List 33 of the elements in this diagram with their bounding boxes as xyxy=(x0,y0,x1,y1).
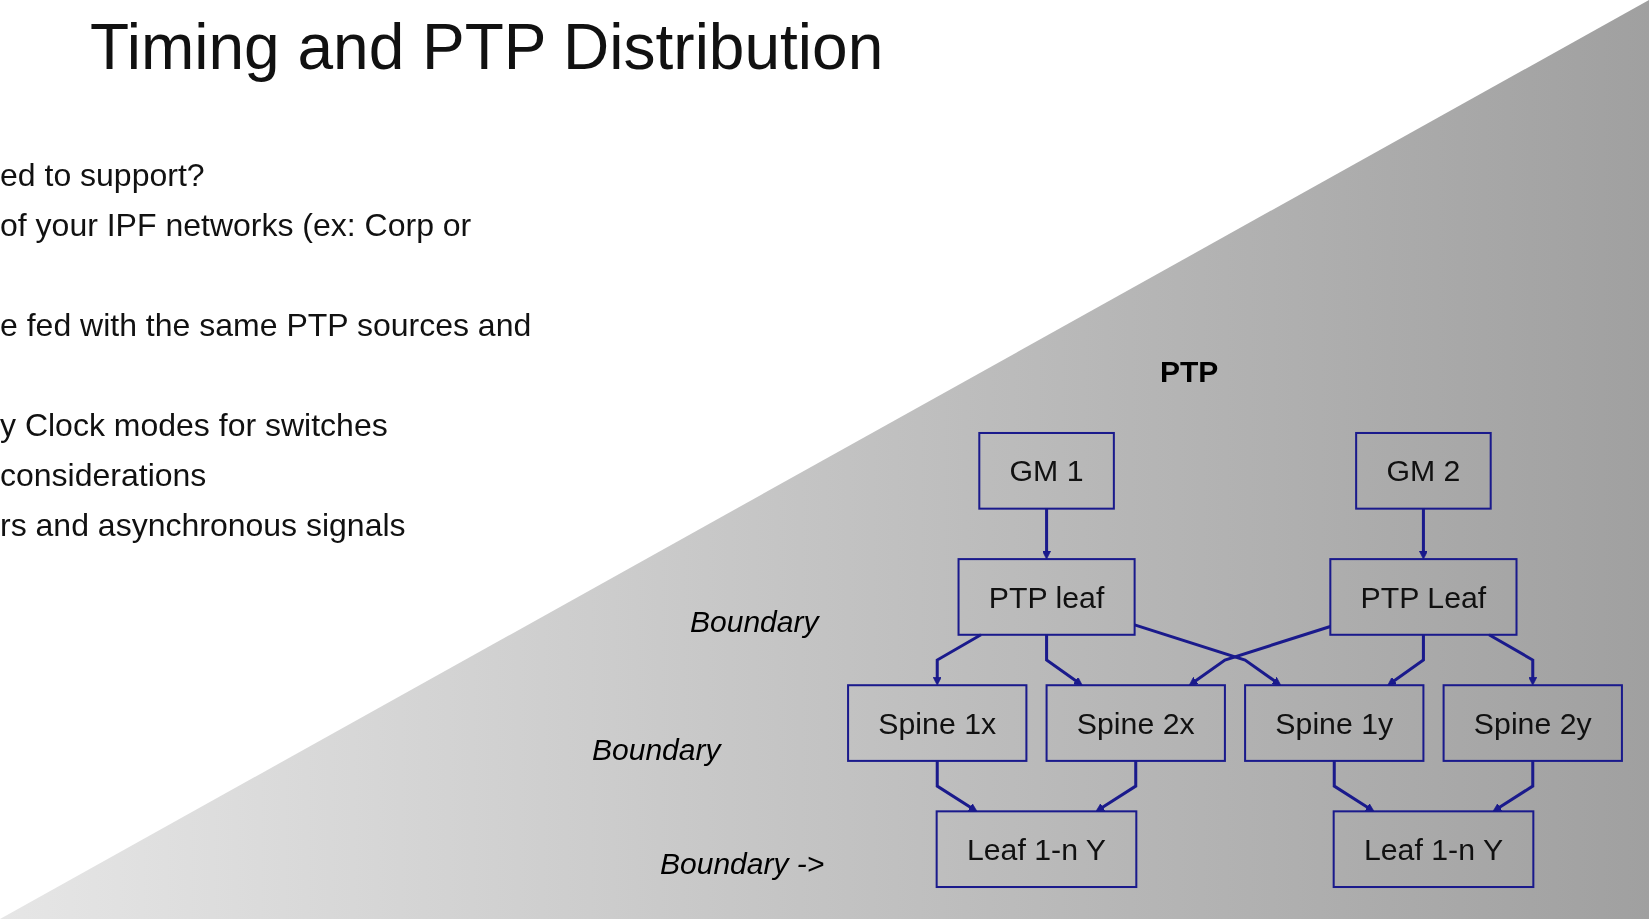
node-box: Spine 2y xyxy=(1442,684,1623,762)
bullet-text: e fed with the same PTP sources and xyxy=(0,306,532,345)
arrow xyxy=(935,760,978,812)
bullet-text: considerations xyxy=(0,456,208,495)
arrow xyxy=(932,633,982,686)
arrow xyxy=(1387,634,1425,686)
arrow xyxy=(1332,760,1375,812)
arrow xyxy=(1045,634,1083,686)
node-box: GM 2 xyxy=(1355,432,1492,510)
arrow xyxy=(1492,760,1535,812)
node-box: PTP Leaf xyxy=(1329,558,1518,636)
tier-label: Boundary xyxy=(592,733,721,767)
node-box: Leaf 1-n Y xyxy=(1332,810,1535,888)
diagram-heading: PTP xyxy=(1160,355,1219,389)
bullet-text: of your IPF networks (ex: Corp or xyxy=(0,206,473,245)
arrow xyxy=(1134,623,1282,686)
bullet-text: y Clock modes for switches xyxy=(0,406,389,445)
node-box: Spine 2x xyxy=(1045,684,1226,762)
node-box: Spine 1y xyxy=(1244,684,1425,762)
arrow xyxy=(1419,508,1428,560)
arrow xyxy=(1488,633,1538,686)
slide-title: Timing and PTP Distribution xyxy=(90,10,884,84)
arrow xyxy=(1095,760,1138,812)
arrow xyxy=(1042,508,1051,560)
node-box: PTP leaf xyxy=(957,558,1136,636)
tier-label: Boundary -> xyxy=(660,847,825,881)
bullet-text: ed to support? xyxy=(0,156,206,195)
node-box: Spine 1x xyxy=(847,684,1028,762)
node-box: GM 1 xyxy=(978,432,1115,510)
bullet-text: rs and asynchronous signals xyxy=(0,506,407,545)
node-box: Leaf 1-n Y xyxy=(935,810,1138,888)
arrow xyxy=(1188,625,1331,686)
tier-label: Boundary xyxy=(690,605,819,639)
